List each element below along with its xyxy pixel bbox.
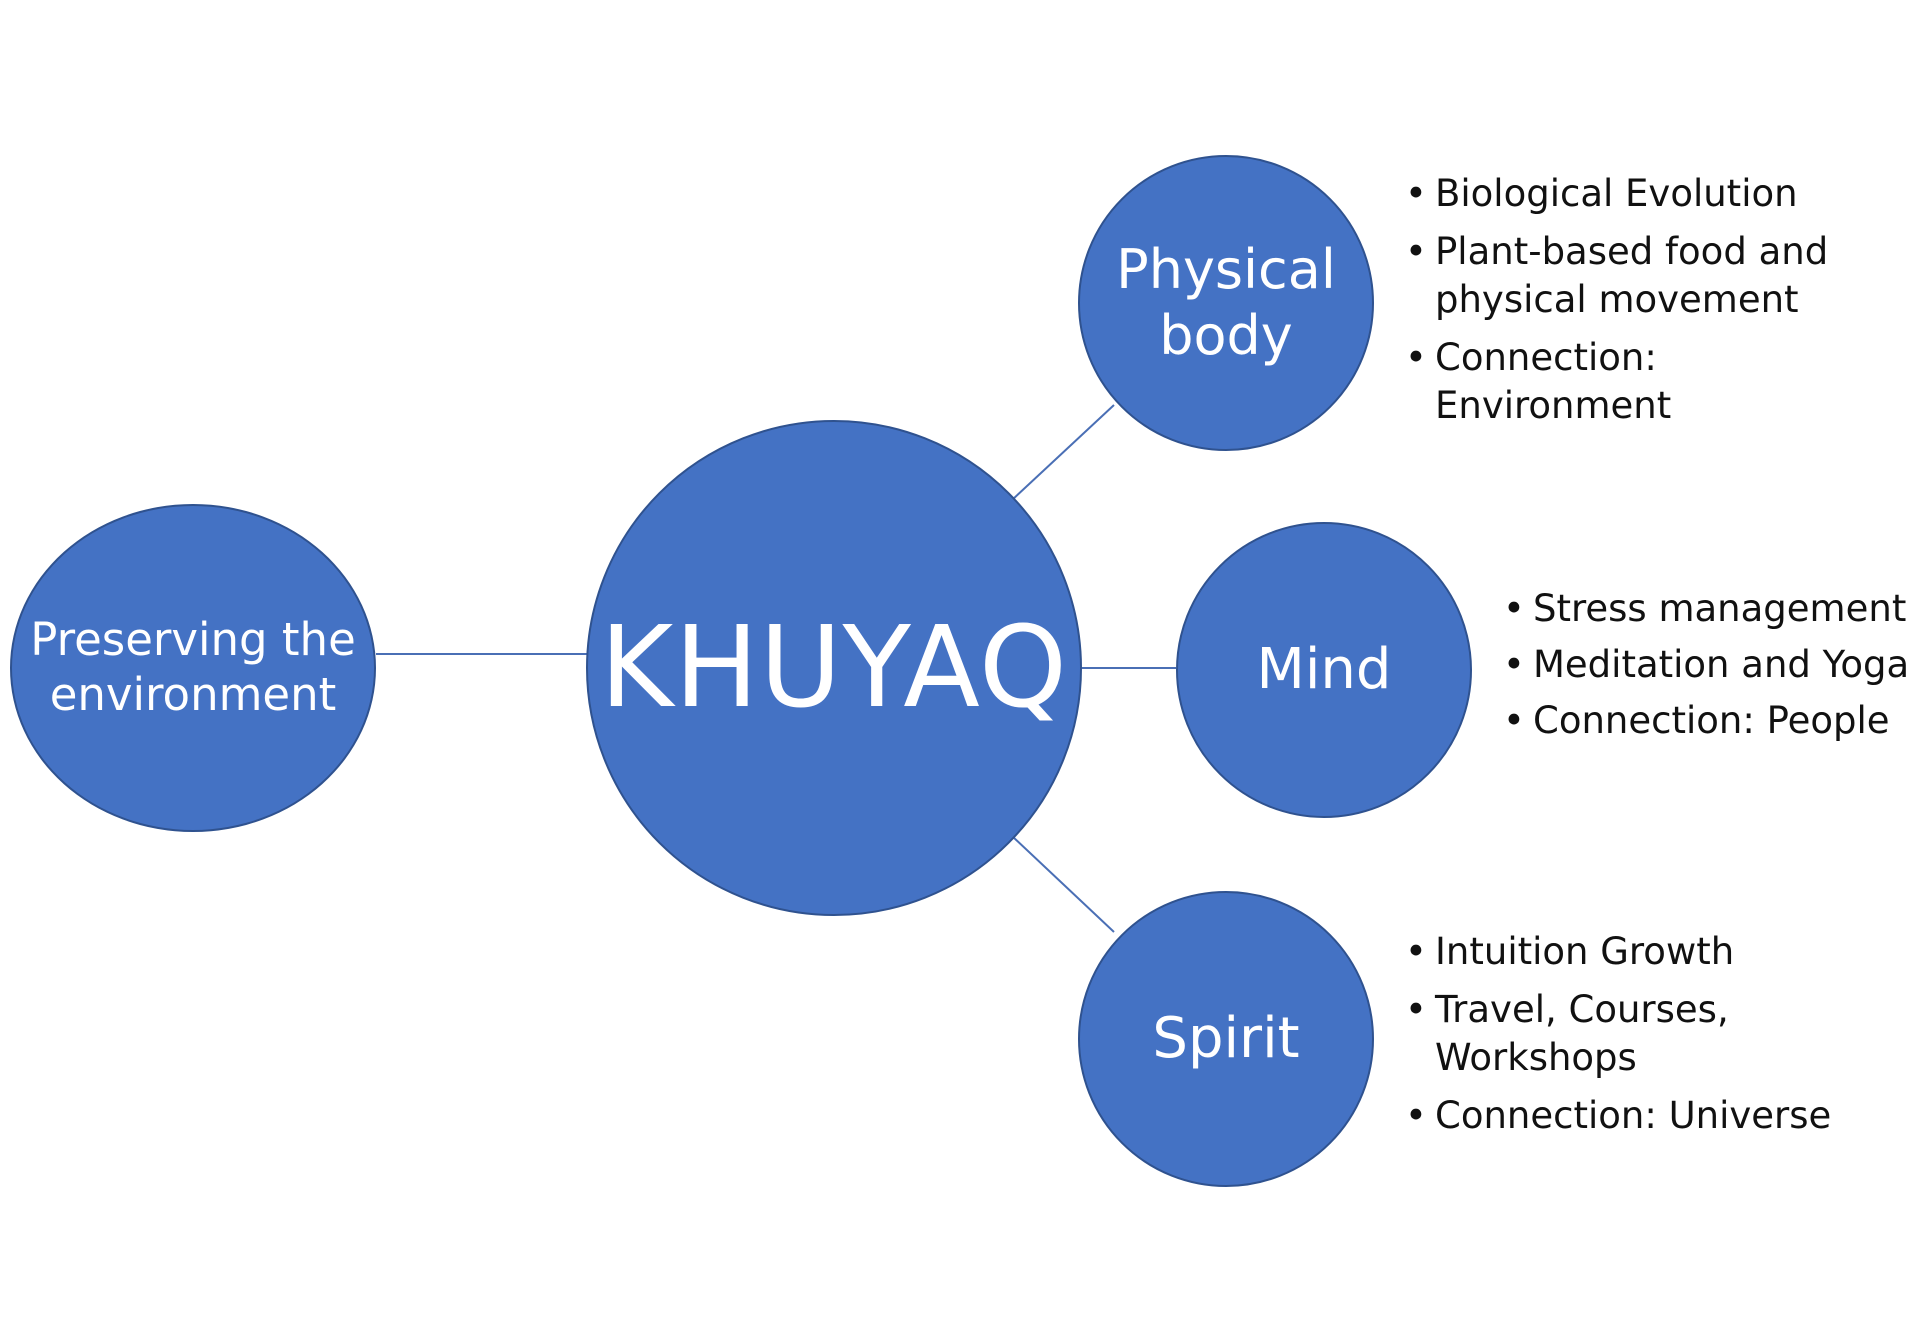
node-spirit: Spirit — [1078, 891, 1374, 1187]
list-item: Stress management — [1503, 585, 1918, 633]
list-item: Connection: Environment — [1405, 334, 1875, 430]
node-khuyaq: KHUYAQ — [586, 420, 1082, 916]
node-center-label: KHUYAQ — [599, 603, 1069, 733]
node-physical-body: Physical body — [1078, 155, 1374, 451]
list-item: Plant-based food and physical movement — [1405, 228, 1875, 324]
connector-spirit — [1011, 835, 1115, 933]
node-mind: Mind — [1176, 522, 1472, 818]
bullet-list-spirit: Intuition Growth Travel, Courses, Worksh… — [1405, 928, 1875, 1150]
list-item: Intuition Growth — [1405, 928, 1875, 976]
node-physical-line-1: Physical — [1116, 238, 1336, 302]
node-physical-line-2: body — [1159, 304, 1293, 367]
node-preserving-environment: Preserving the environment — [10, 504, 376, 832]
node-mind-label: Mind — [1256, 636, 1392, 702]
connector-physical — [1011, 404, 1115, 501]
bullet-list-physical: Biological Evolution Plant-based food an… — [1405, 170, 1875, 440]
list-item: Meditation and Yoga — [1503, 641, 1918, 689]
list-item: Connection: Universe — [1405, 1092, 1875, 1140]
node-left-line-1: Preserving the — [30, 613, 356, 667]
node-spirit-label: Spirit — [1152, 1005, 1300, 1071]
list-item: Connection: People — [1503, 697, 1918, 745]
node-left-line-2: environment — [49, 668, 337, 721]
list-item: Biological Evolution — [1405, 170, 1875, 218]
list-item: Travel, Courses, Workshops — [1405, 986, 1875, 1082]
bullet-list-mind: Stress management Meditation and Yoga Co… — [1503, 585, 1918, 753]
